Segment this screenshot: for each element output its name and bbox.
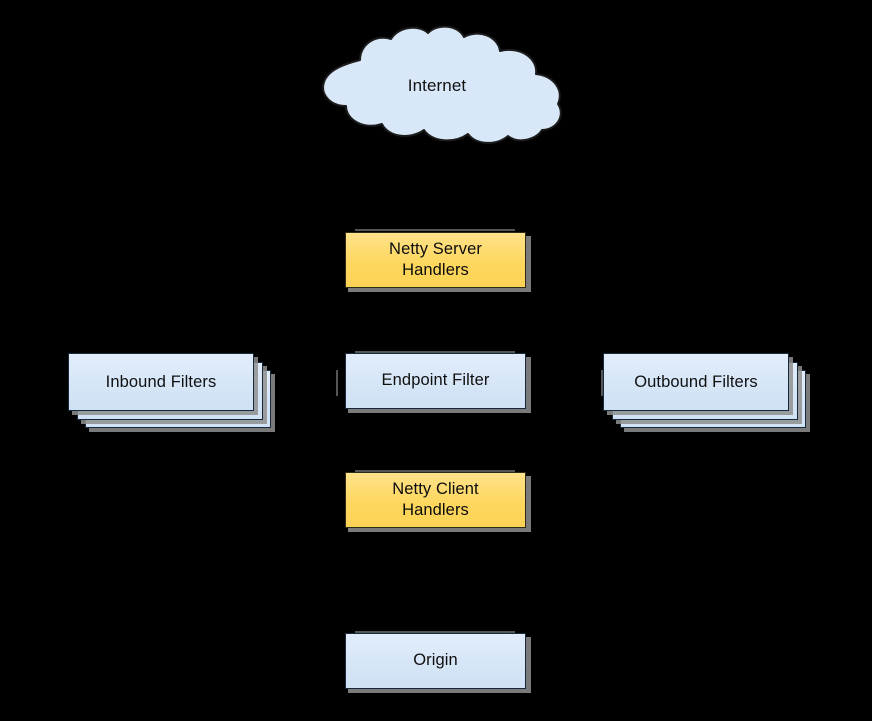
- edge-stub-netty-server-top: [355, 229, 515, 231]
- edge-stub-endpoint-top: [355, 351, 515, 353]
- outbound-filters-sheet-1: [603, 353, 789, 411]
- inbound-filters-sheet-1: [68, 353, 254, 411]
- node-netty-client-handlers-line1: Netty Client: [392, 479, 479, 498]
- node-inbound-filters[interactable]: Inbound Filters: [68, 353, 288, 432]
- edge-stub-netty-client-top: [355, 470, 515, 472]
- node-netty-client-handlers[interactable]: Netty Client Handlers: [345, 472, 526, 528]
- node-origin-label: Origin: [413, 651, 458, 670]
- edge-endpoint-to-outbound: [527, 382, 605, 384]
- edge-netty-server-to-endpoint: [435, 289, 437, 353]
- cloud-icon: [322, 25, 562, 144]
- node-netty-server-handlers-line2: Handlers: [402, 261, 469, 279]
- node-internet[interactable]: Internet: [286, 24, 576, 148]
- node-endpoint-filter-label: Endpoint Filter: [381, 371, 490, 390]
- node-origin[interactable]: Origin: [345, 633, 526, 689]
- edge-stub-endpoint-left: [336, 370, 338, 396]
- node-netty-server-handlers[interactable]: Netty Server Handlers: [345, 232, 526, 288]
- node-netty-server-handlers-line1: Netty Server: [389, 239, 482, 258]
- edge-internet-to-netty-server: [435, 140, 437, 232]
- edge-netty-client-to-origin: [435, 529, 437, 633]
- node-outbound-filters[interactable]: Outbound Filters: [603, 353, 823, 432]
- edge-inbound-to-endpoint: [248, 382, 344, 384]
- node-endpoint-filter[interactable]: Endpoint Filter: [345, 353, 526, 409]
- edge-stub-origin-top: [355, 631, 515, 633]
- edge-endpoint-to-netty-client: [435, 410, 437, 472]
- node-netty-client-handlers-line2: Handlers: [402, 501, 469, 519]
- edge-stub-outbound-left: [601, 370, 603, 396]
